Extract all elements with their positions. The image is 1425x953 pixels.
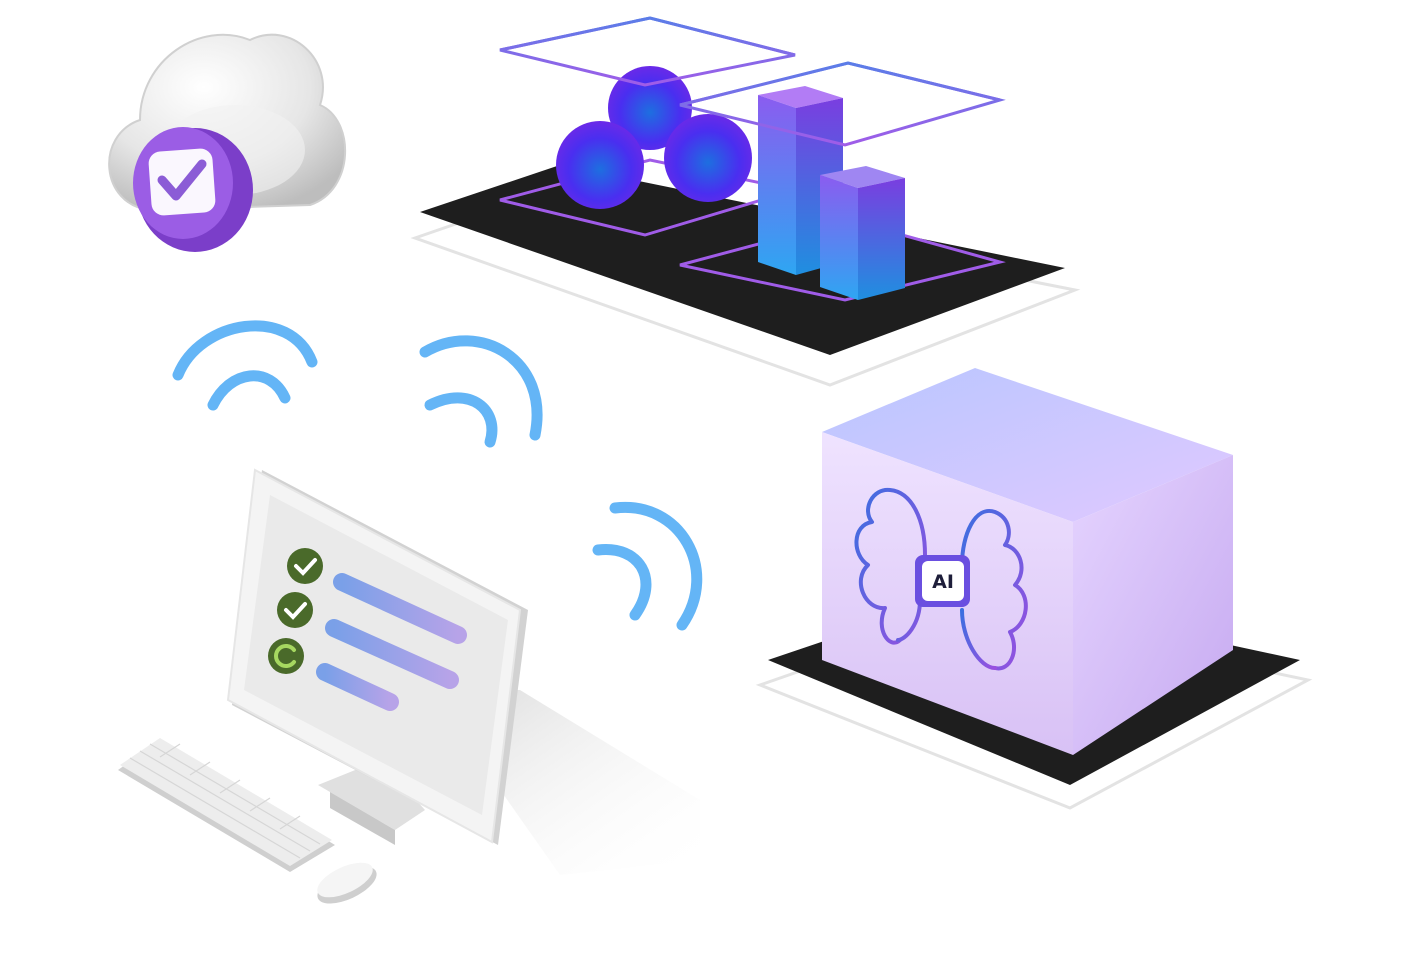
ai-chip-label: AI <box>932 571 954 593</box>
wifi-signal-icon <box>172 320 318 411</box>
task-line <box>333 573 467 644</box>
keyboard <box>118 738 335 872</box>
task-line <box>325 619 459 689</box>
sphere <box>664 114 752 202</box>
wifi-signal-icon <box>592 501 703 631</box>
data-cubes <box>410 16 1081 387</box>
platform-base <box>420 165 1065 355</box>
ai-chip: AI <box>915 555 970 607</box>
mouse <box>317 862 377 904</box>
task-lines <box>316 573 467 711</box>
sphere <box>556 121 644 209</box>
check-icon <box>287 548 323 584</box>
loading-icon <box>268 638 304 674</box>
check-icon <box>157 159 207 201</box>
cloud-check-badge <box>133 127 253 252</box>
ai-box-top <box>822 368 1233 522</box>
check-icon <box>277 592 313 628</box>
wifi-signal-icon <box>419 335 543 448</box>
ai-box-side <box>1073 455 1233 755</box>
desktop-computer <box>118 468 700 904</box>
sphere <box>608 66 692 150</box>
bar-short <box>820 166 905 300</box>
ai-box: AI <box>755 368 1313 810</box>
task-line <box>316 663 399 711</box>
